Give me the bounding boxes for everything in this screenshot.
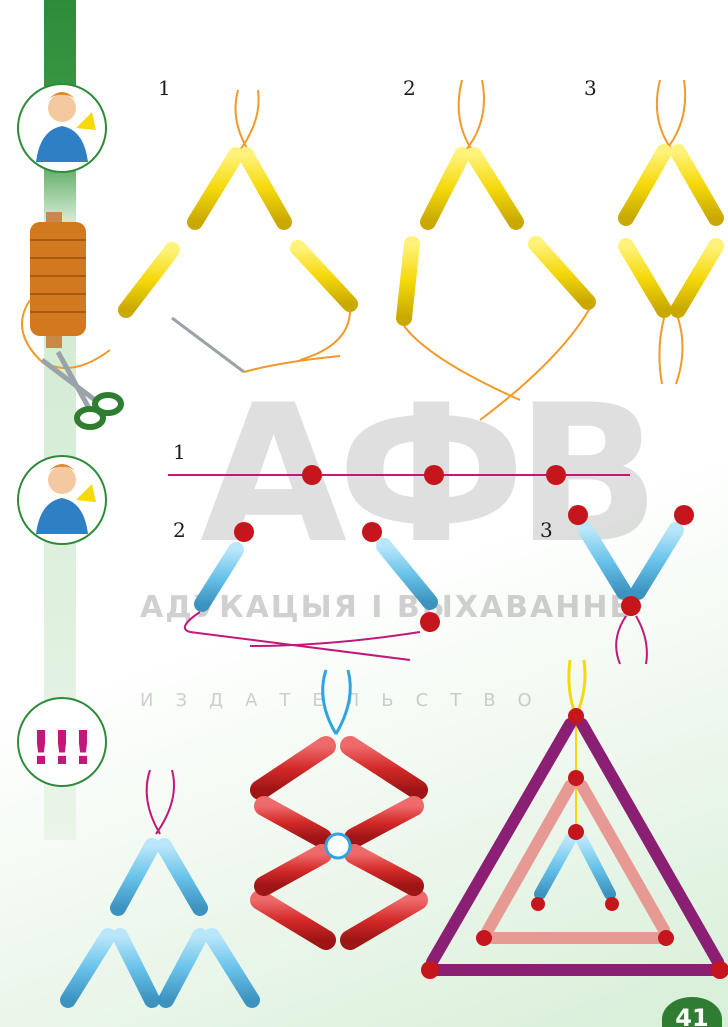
yellow-triangle-step-1 xyxy=(126,90,350,360)
boy-threading-icon xyxy=(18,84,106,172)
exclamation-text: !!! xyxy=(31,721,94,775)
thread-spool-icon xyxy=(22,212,110,368)
blue-beaded-triangle-step-3 xyxy=(568,505,694,664)
blue-triple-triangle-figure xyxy=(66,770,254,1014)
scissors-icon xyxy=(42,352,121,427)
red-hexagon-figure xyxy=(250,670,428,940)
blue-beaded-chain-step-2 xyxy=(185,522,440,660)
needle-icon xyxy=(172,318,340,372)
purple-nested-triangles-figure xyxy=(421,660,728,979)
blue-beaded-strand-step-1 xyxy=(168,465,630,485)
yellow-triangle-step-2 xyxy=(404,80,590,420)
boy-threading-icon xyxy=(18,456,106,544)
exclamation-marks-icon: !!! xyxy=(18,698,106,786)
yellow-diamond-step-3 xyxy=(626,80,716,384)
